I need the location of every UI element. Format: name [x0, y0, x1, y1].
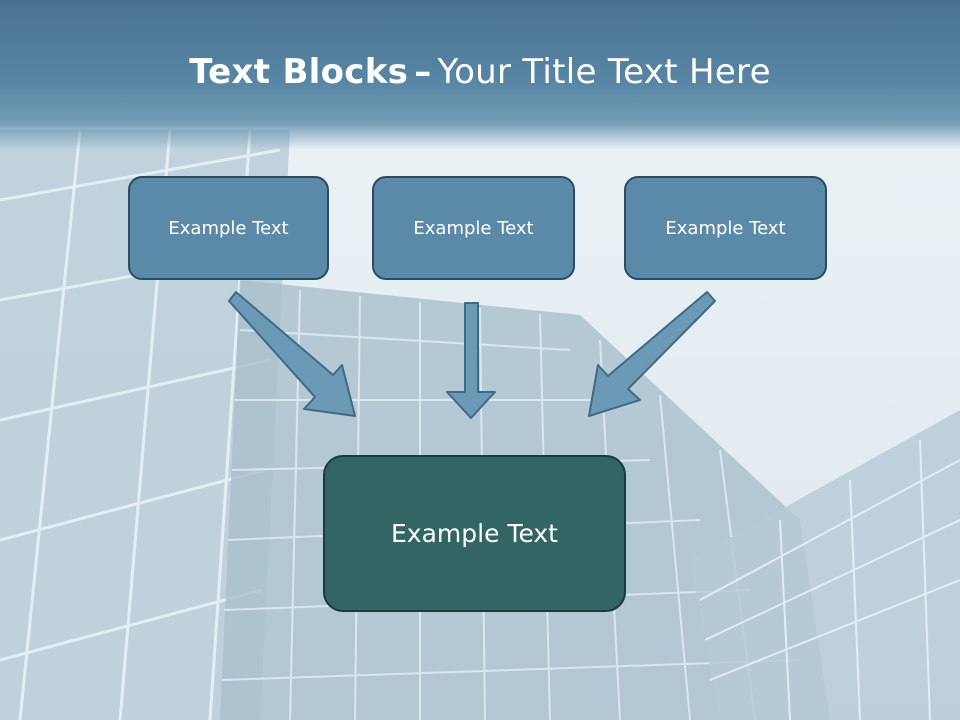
main-text-block-label: Example Text	[391, 519, 558, 548]
slide-title: Text Blocks–Your Title Text Here	[0, 52, 960, 92]
text-block-2[interactable]: Example Text	[372, 176, 575, 280]
text-block-1-label: Example Text	[168, 217, 289, 239]
text-block-3-label: Example Text	[665, 217, 786, 239]
text-block-3[interactable]: Example Text	[624, 176, 827, 280]
title-bar	[0, 0, 960, 150]
title-bold-part: Text Blocks	[189, 52, 409, 92]
title-regular-part: Your Title Text Here	[437, 52, 771, 92]
text-block-1[interactable]: Example Text	[128, 176, 329, 280]
title-dash: –	[414, 52, 432, 92]
main-text-block[interactable]: Example Text	[323, 455, 626, 612]
text-block-2-label: Example Text	[413, 217, 534, 239]
